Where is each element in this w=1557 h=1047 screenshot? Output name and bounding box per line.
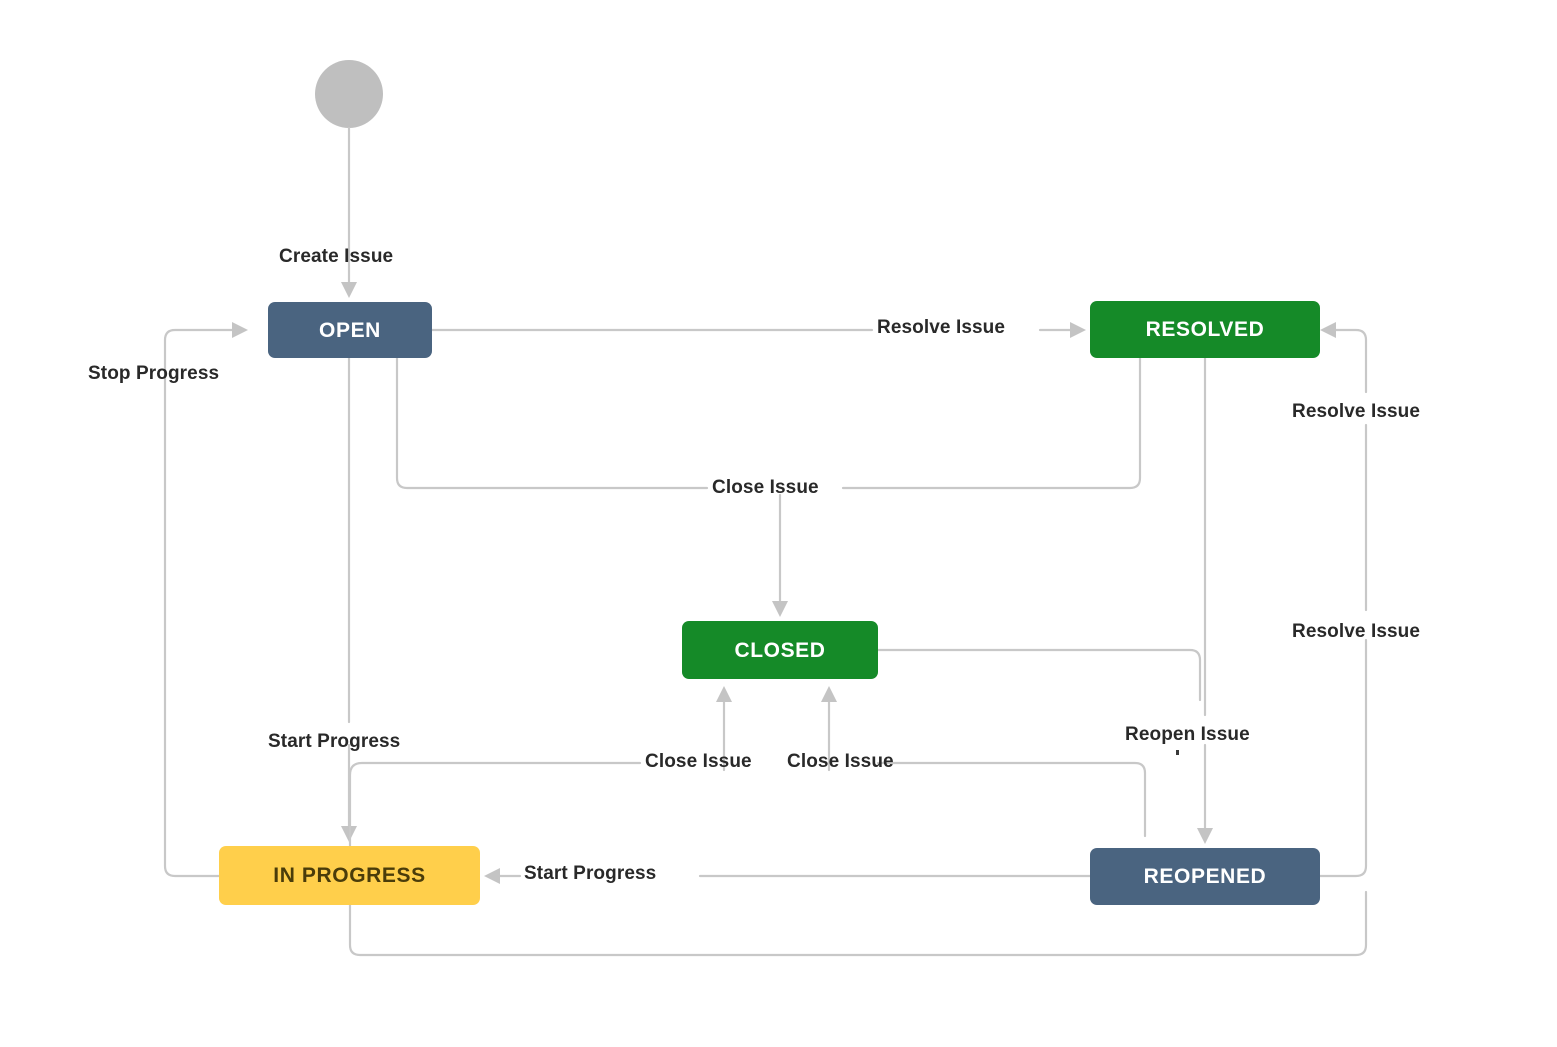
edge-label-start-progress-open: Start Progress	[268, 731, 401, 752]
arrow-head-create-issue	[341, 282, 357, 298]
arrow-head-close-into-closed	[772, 601, 788, 617]
edge-label-reopen-issue: Reopen Issue	[1125, 724, 1250, 745]
edge-close-open-a[interactable]	[395, 356, 709, 490]
start-node-circle[interactable]	[315, 60, 383, 128]
node-in-progress-label: IN PROGRESS	[273, 864, 426, 887]
node-open-label: OPEN	[319, 318, 381, 342]
edge-label-resolve-issue-bottom: Resolve Issue	[1292, 621, 1421, 642]
edge-label-stop-progress: Stop Progress	[88, 363, 220, 384]
arrow-head-resolve-open	[1070, 322, 1086, 338]
edge-close-reopened-a[interactable]	[876, 761, 1147, 838]
node-reopened-label: REOPENED	[1143, 865, 1267, 888]
edge-label-create-issue: Create Issue	[279, 246, 394, 267]
arrow-head-close-reopened	[821, 686, 837, 702]
reopen-issue-dot-artifact	[1176, 750, 1179, 755]
node-reopened[interactable]: REOPENED	[1090, 848, 1320, 905]
edge-stop-progress[interactable]	[163, 328, 234, 878]
edge-label-close-issue-open: Close Issue	[712, 477, 819, 498]
node-resolved-label: RESOLVED	[1145, 318, 1265, 341]
edge-label-resolve-issue-reopened: Resolve Issue	[1292, 401, 1421, 422]
edge-label-close-issue-reopened: Close Issue	[787, 751, 894, 772]
node-open[interactable]: OPEN	[268, 302, 432, 358]
edge-label-resolve-issue-open: Resolve Issue	[877, 317, 1006, 338]
node-in-progress[interactable]: IN PROGRESS	[219, 846, 480, 905]
edge-label-close-issue-progress: Close Issue	[645, 751, 752, 772]
edge-resolve-progress[interactable]	[348, 890, 1368, 957]
edge-label-start-progress-reopened: Start Progress	[524, 863, 657, 884]
node-resolved[interactable]: RESOLVED	[1090, 301, 1320, 358]
node-closed[interactable]: CLOSED	[682, 621, 878, 679]
arrow-head-reopen-issue	[1197, 828, 1213, 844]
edge-resolve-reopened-a[interactable]	[1318, 638, 1368, 878]
edge-close-progress-a[interactable]	[348, 761, 642, 848]
edge-closed-outflow[interactable]	[876, 648, 1202, 702]
node-closed-label: CLOSED	[734, 638, 826, 662]
arrow-head-close-progress	[716, 686, 732, 702]
edge-resolve-reopened-c[interactable]	[1334, 328, 1368, 394]
arrow-head-resolve-reopened	[1320, 322, 1336, 338]
arrow-head-start-reopened	[484, 868, 500, 884]
edge-close-resolved[interactable]	[841, 356, 1142, 490]
arrow-head-stop-progress	[232, 322, 248, 338]
